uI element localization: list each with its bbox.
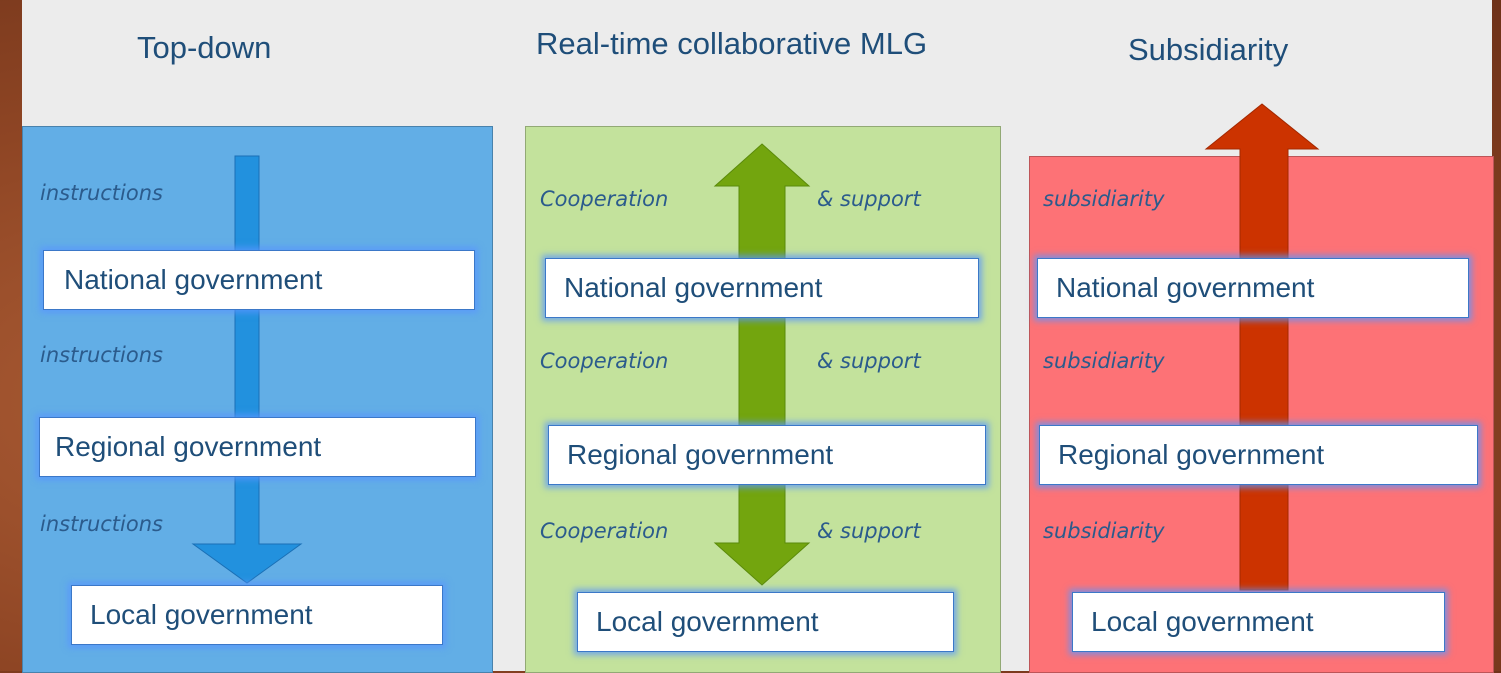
cooperation-label: Cooperation xyxy=(540,187,669,211)
local-government-box: Local government xyxy=(71,585,443,645)
flow-label: instructions xyxy=(40,181,163,205)
cooperation-label: Cooperation xyxy=(540,519,669,543)
subsidiarity-label: subsidiarity xyxy=(1043,187,1165,211)
regional-government-box: Regional government xyxy=(1039,425,1478,485)
title-collaborative-mlg: Real-time collaborative MLG xyxy=(536,26,928,61)
local-government-box: Local government xyxy=(577,592,954,652)
regional-government-box: Regional government xyxy=(548,425,986,485)
support-label: & support xyxy=(817,187,921,211)
title-top-down: Top-down xyxy=(137,30,272,65)
diagram-arrows xyxy=(191,103,1320,591)
support-label: & support xyxy=(817,349,921,373)
up-arrow-icon xyxy=(1204,103,1320,591)
down-arrow-icon xyxy=(191,155,303,584)
flow-label: instructions xyxy=(40,512,163,536)
local-government-box: Local government xyxy=(1072,592,1445,652)
national-government-box: National government xyxy=(1037,258,1469,318)
cooperation-label: Cooperation xyxy=(540,349,669,373)
regional-government-box: Regional government xyxy=(39,417,476,477)
national-government-box: National government xyxy=(545,258,979,318)
flow-label: instructions xyxy=(40,343,163,367)
national-government-box: National government xyxy=(43,250,475,310)
subsidiarity-label: subsidiarity xyxy=(1043,519,1165,543)
support-label: & support xyxy=(817,519,921,543)
title-subsidiarity: Subsidiarity xyxy=(1128,32,1289,67)
double-arrow-icon xyxy=(713,143,811,586)
subsidiarity-label: subsidiarity xyxy=(1043,349,1165,373)
slide: Top-down Real-time collaborative MLG Sub… xyxy=(22,0,1494,673)
